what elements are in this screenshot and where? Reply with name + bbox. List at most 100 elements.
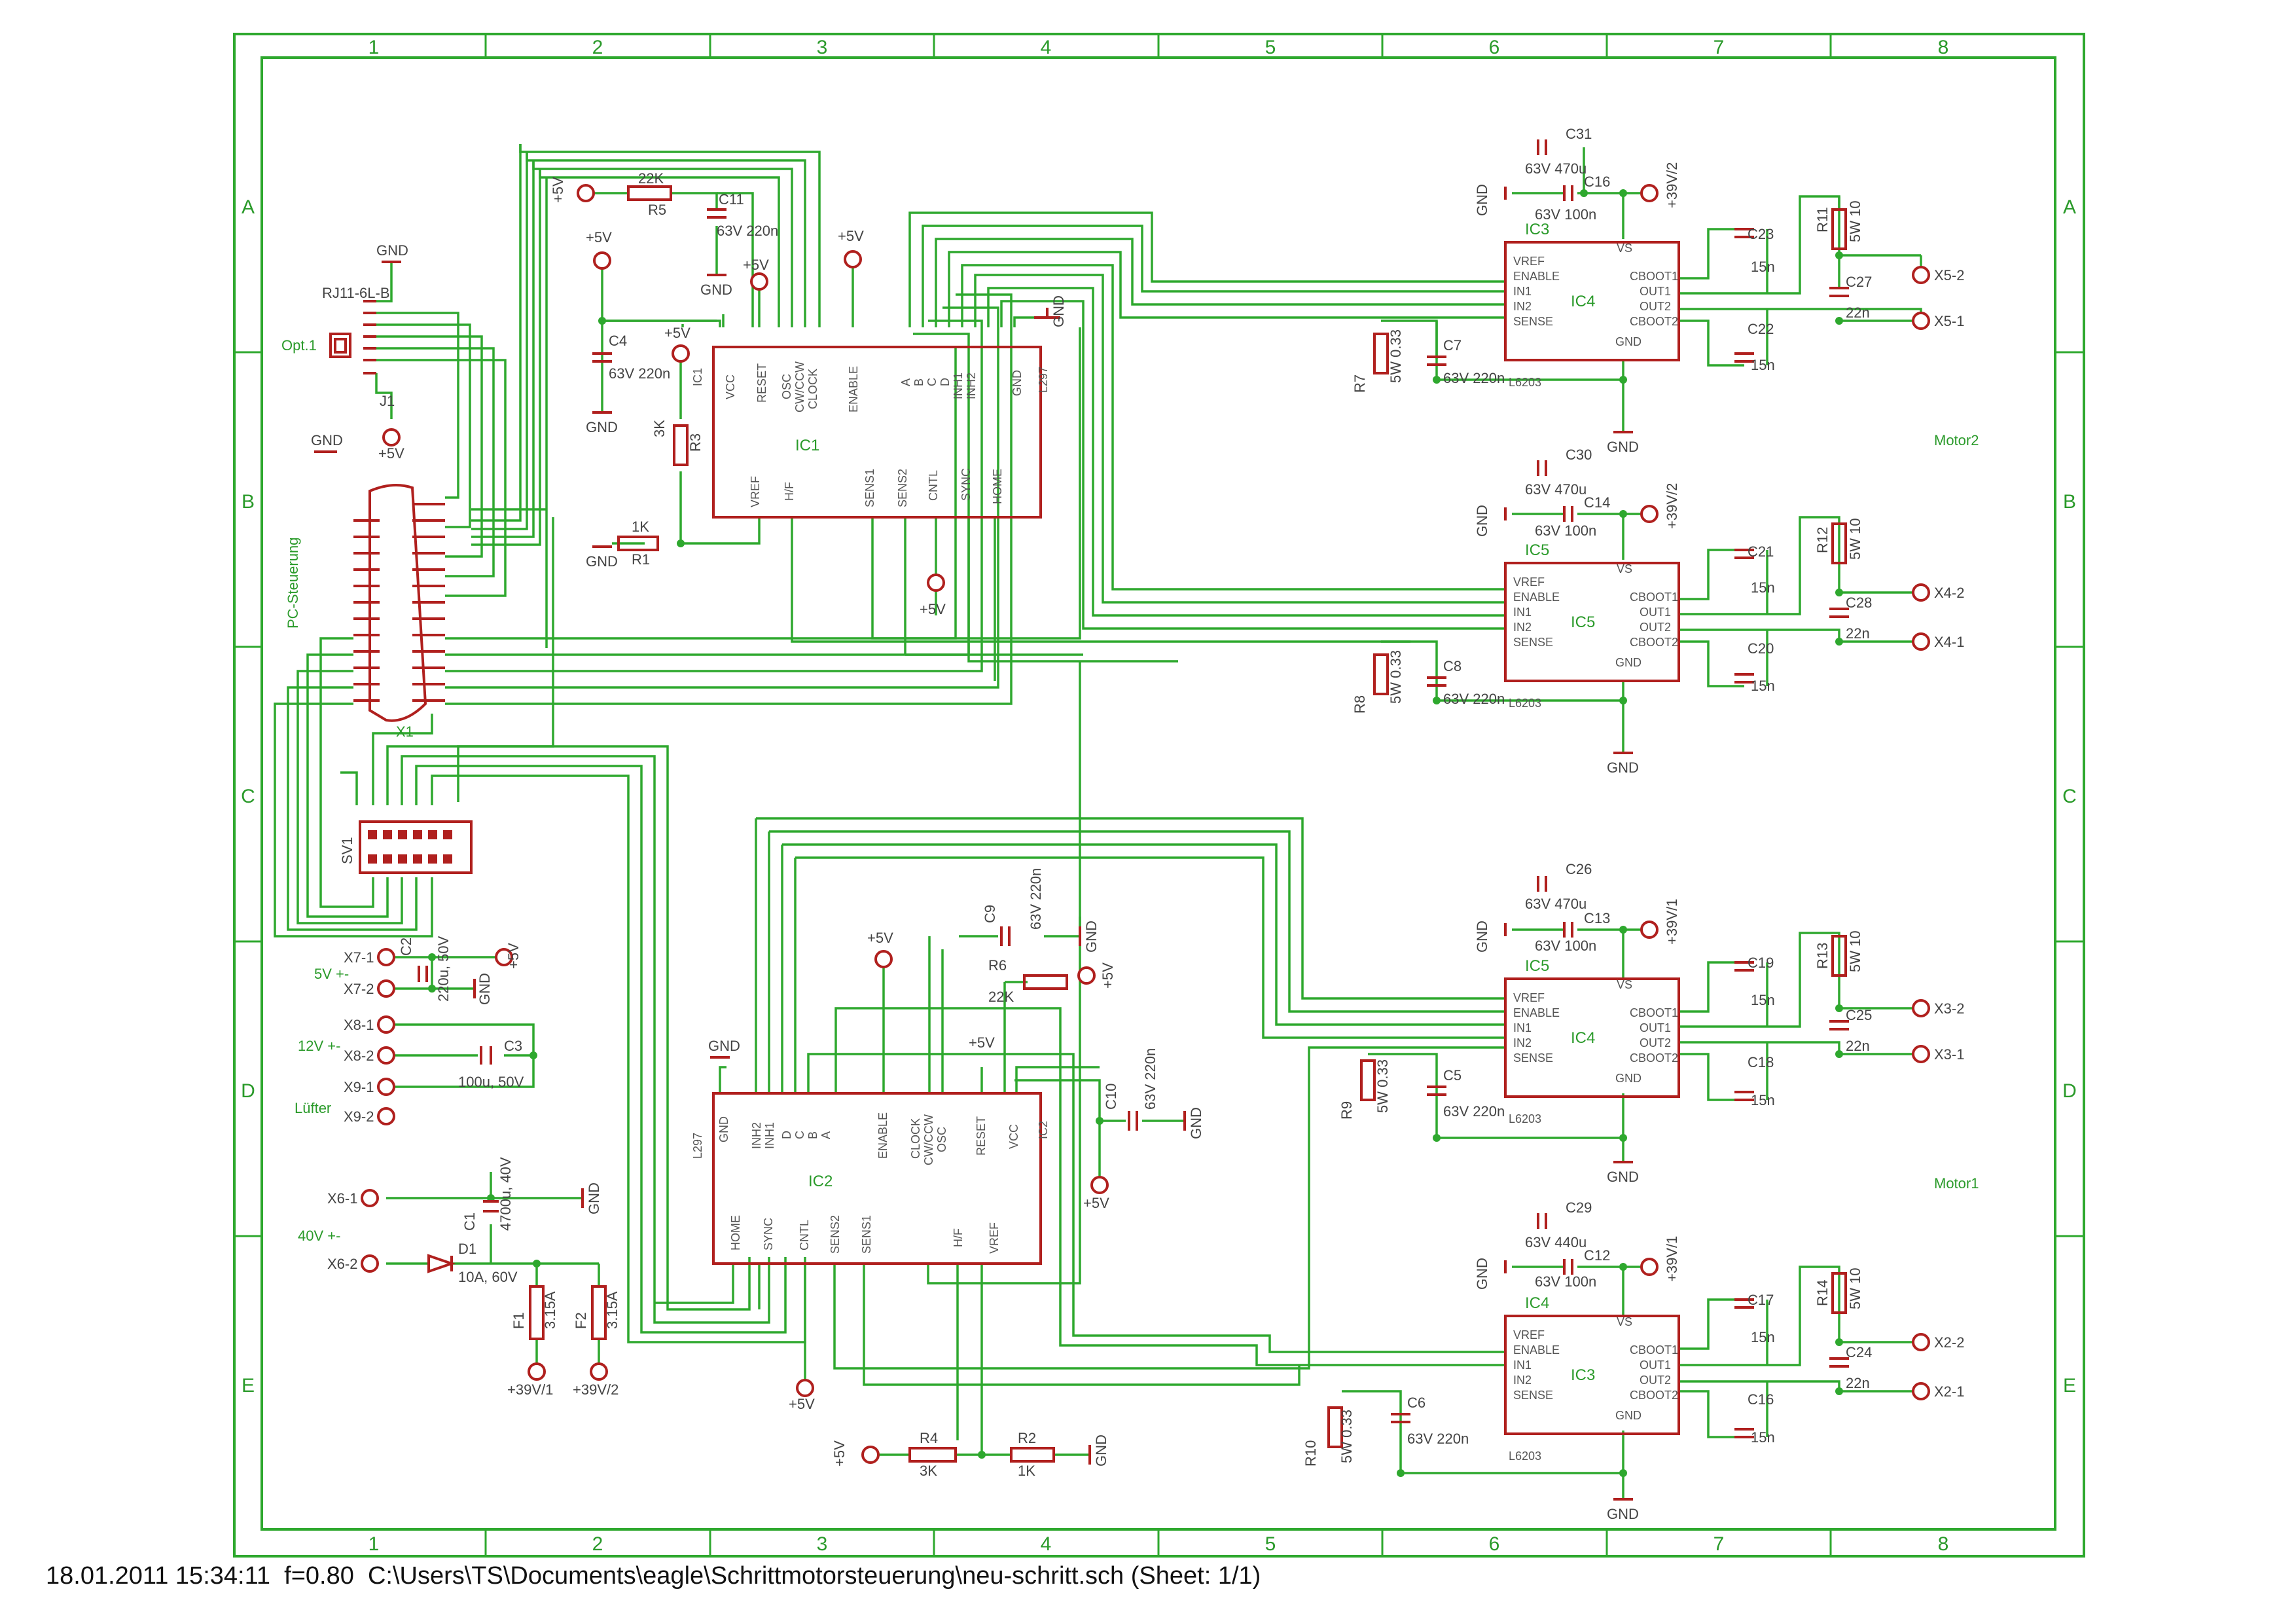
c19-value: 15n bbox=[1751, 992, 1775, 1008]
rj11-label: RJ11-6L-B bbox=[322, 285, 390, 301]
l6203-pin: VS bbox=[1617, 562, 1632, 575]
p5v-label: +5V bbox=[550, 177, 566, 203]
gnd-label: GND bbox=[1093, 1434, 1109, 1467]
ic2-pin: A bbox=[819, 1131, 833, 1139]
ic2-pin: C bbox=[793, 1131, 806, 1139]
f1-value: 3.15A bbox=[542, 1291, 558, 1329]
l6203-motor2-b: IC5 IC5 VREF ENABLE IN1 IN2 SENSE VS CBO… bbox=[1504, 541, 1680, 710]
col-label: 6 bbox=[1489, 1533, 1500, 1555]
r12-ref: R12 bbox=[1814, 527, 1831, 553]
c6-value: 63V 220n bbox=[1407, 1431, 1469, 1447]
ic1-label: IC1 bbox=[795, 437, 819, 454]
ic2-label: IC2 bbox=[808, 1173, 833, 1190]
r13-ref: R13 bbox=[1814, 943, 1831, 969]
l6203-pin: SENSE bbox=[1513, 1389, 1553, 1402]
l6203-pin: ENABLE bbox=[1513, 1343, 1560, 1357]
ic1-type: L297 bbox=[1037, 367, 1050, 393]
col-label: 1 bbox=[368, 1533, 380, 1555]
junctions bbox=[428, 189, 1843, 1477]
label-12v: 12V +- bbox=[298, 1038, 340, 1054]
c14-ref: C14 bbox=[1584, 494, 1610, 511]
v39-2-label: +39V/2 bbox=[573, 1381, 619, 1398]
ic2-pin: SENS1 bbox=[860, 1215, 873, 1254]
d1-ref: D1 bbox=[458, 1241, 476, 1257]
gnd-label: GND bbox=[586, 1182, 602, 1214]
c27-ref: C27 bbox=[1846, 274, 1872, 290]
l6203-pin: GND bbox=[1615, 1409, 1641, 1422]
x8-2-label: X8-2 bbox=[344, 1048, 374, 1064]
l6203-pin: VS bbox=[1617, 1315, 1632, 1328]
c5-value: 63V 220n bbox=[1443, 1103, 1505, 1120]
x1-subd-connector: X1 bbox=[353, 484, 445, 740]
label-40v: 40V +- bbox=[298, 1228, 340, 1244]
connector-pads: X5-2 X5-1 X4-2 X4-1 X3-2 X3-1 X2-2 X2-1 … bbox=[327, 266, 1964, 1400]
row-label: D bbox=[2062, 1080, 2077, 1102]
ic1-pin: B bbox=[912, 378, 925, 386]
ic1-pin: GND bbox=[1011, 370, 1024, 396]
ic2-pin: D bbox=[780, 1131, 793, 1139]
col-label: 7 bbox=[1713, 1533, 1725, 1555]
l6203-pin: SENSE bbox=[1513, 636, 1553, 649]
row-label: D bbox=[241, 1080, 255, 1102]
c26-ref: C26 bbox=[1566, 861, 1592, 877]
x4-1-label: X4-1 bbox=[1934, 634, 1964, 650]
c21-value: 15n bbox=[1751, 579, 1775, 596]
c16-value: 63V 100n bbox=[1535, 206, 1596, 223]
p5v-label: +5V bbox=[831, 1440, 848, 1467]
l6203-ref: IC5 bbox=[1525, 541, 1549, 559]
col-label: 5 bbox=[1265, 1533, 1276, 1555]
motor2-b-passives: C30 63V 470u C14 63V 100n C21 15n C20 15… bbox=[1352, 447, 1872, 714]
v39-1-label: +39V/1 bbox=[1664, 899, 1680, 945]
ic2-pin: VCC bbox=[1007, 1124, 1020, 1149]
l6203-pin: OUT2 bbox=[1640, 1374, 1671, 1387]
x7-2-label: X7-2 bbox=[344, 981, 374, 997]
col-label: 7 bbox=[1713, 37, 1725, 58]
ic1-pin: VCC bbox=[724, 374, 737, 399]
label-5v: 5V +- bbox=[314, 966, 349, 982]
c24-ref: C24 bbox=[1846, 1344, 1872, 1360]
column-index-top: 1 2 3 4 5 6 7 8 bbox=[368, 37, 1949, 58]
c8-value: 63V 220n bbox=[1443, 691, 1505, 707]
ic2-pin: SENS2 bbox=[829, 1215, 842, 1254]
c4-ref: C4 bbox=[609, 333, 627, 349]
gnd-label: GND bbox=[586, 553, 618, 570]
ic2-pin: HOME bbox=[729, 1215, 742, 1250]
pc-steuerung-label: PC-Steuerung bbox=[285, 538, 301, 629]
r3-value: 3K bbox=[651, 420, 668, 437]
l6203-pin: VREF bbox=[1513, 991, 1545, 1004]
c11-value: 63V 220n bbox=[717, 223, 778, 239]
p5v-label: +5V bbox=[1083, 1195, 1109, 1211]
rj11-connector: Opt.1 RJ11-6L-B J1 bbox=[281, 285, 395, 409]
l6203-pin: CBOOT1 bbox=[1630, 270, 1678, 283]
ic1-pin: SENS2 bbox=[896, 469, 909, 507]
ic1-pin: A bbox=[899, 378, 912, 386]
motor1-a-passives: C26 63V 470u C13 63V 100n C19 15n C18 15… bbox=[1338, 861, 1872, 1120]
ic1-ref: IC1 bbox=[691, 368, 704, 386]
ic2-pin: ENABLE bbox=[876, 1112, 889, 1159]
c26-value: 63V 470u bbox=[1525, 896, 1587, 912]
l6203-pin: GND bbox=[1615, 335, 1641, 348]
r3-ref: R3 bbox=[687, 433, 704, 452]
l6203-label: IC4 bbox=[1571, 1029, 1595, 1047]
c10-value: 63V 220n bbox=[1142, 1048, 1158, 1110]
l6203-pin: GND bbox=[1615, 1072, 1641, 1085]
p5v-label: +5V bbox=[378, 445, 404, 462]
motor2-a-passives: C31 63V 470u C16 63V 100n C23 15n C22 15… bbox=[1352, 126, 1872, 393]
gnd-label: GND bbox=[586, 419, 618, 435]
r6-ref: R6 bbox=[988, 957, 1007, 974]
ic1-pin: ENABLE bbox=[847, 366, 860, 412]
x9-1-label: X9-1 bbox=[344, 1079, 374, 1095]
c29-value: 63V 440u bbox=[1525, 1234, 1587, 1250]
l6203-motor1-b: IC4 IC3 VREF ENABLE IN1 IN2 SENSE VS CBO… bbox=[1504, 1294, 1680, 1463]
ic2-ref: IC2 bbox=[1037, 1121, 1050, 1139]
ic1-pin: SYNC bbox=[960, 468, 973, 501]
x4-2-label: X4-2 bbox=[1934, 585, 1964, 601]
column-index-bottom: 1 2 3 4 5 6 7 8 bbox=[368, 1533, 1949, 1555]
c12-ref: C12 bbox=[1584, 1247, 1610, 1264]
l6203-pin: OUT1 bbox=[1640, 285, 1671, 298]
r6-value: 22K bbox=[988, 989, 1014, 1005]
l6203-ref: IC3 bbox=[1525, 221, 1549, 238]
c1-ref: C1 bbox=[461, 1213, 478, 1231]
col-label: 3 bbox=[817, 37, 828, 58]
x1-label: X1 bbox=[396, 723, 414, 740]
